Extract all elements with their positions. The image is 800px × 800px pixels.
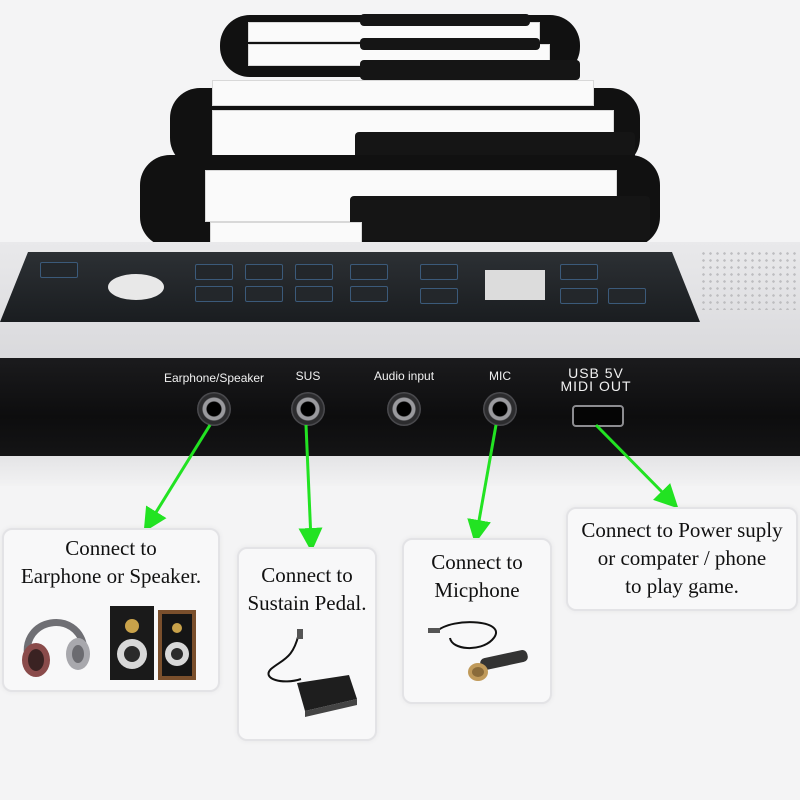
panel-button[interactable] — [350, 286, 388, 302]
port-label-usb: USB 5V MIDI OUT — [560, 365, 632, 394]
callout-sustain: Connect to Sustain Pedal. — [237, 547, 377, 741]
arrow-earphone — [143, 424, 212, 533]
panel-button[interactable] — [40, 262, 78, 278]
panel-button[interactable] — [195, 286, 233, 302]
arrow-usb — [594, 423, 679, 509]
speaker-icon — [110, 606, 196, 680]
arrow-mic — [467, 424, 498, 544]
power-button[interactable] — [108, 274, 164, 300]
headphones-icon — [22, 619, 90, 677]
piano-base — [0, 456, 800, 486]
arrow-sustain — [298, 424, 323, 552]
panel-button[interactable] — [295, 264, 333, 280]
port-label-sus: SUS — [295, 369, 321, 383]
panel-button[interactable] — [420, 288, 458, 304]
panel-button[interactable] — [245, 286, 283, 302]
panel-button[interactable] — [608, 288, 646, 304]
callout-usb: Connect to Power suply or compater / pho… — [566, 507, 798, 611]
callout-mic-text: Connect to Micphone — [431, 550, 523, 602]
port-label-audio-input: Audio input — [373, 369, 435, 383]
audio-input-jack[interactable] — [387, 392, 421, 426]
port-label-earphone: Earphone/Speaker — [163, 371, 265, 385]
panel-button[interactable] — [245, 264, 283, 280]
callout-usb-text: Connect to Power suply or compater / pho… — [581, 518, 783, 598]
callout-earphone: Connect to Earphone or Speaker. — [2, 528, 220, 692]
callout-mic: Connect to Micphone — [402, 538, 552, 704]
sustain-jack[interactable] — [291, 392, 325, 426]
mic-jack[interactable] — [483, 392, 517, 426]
control-panel — [0, 252, 700, 322]
port-label-mic: MIC — [489, 369, 511, 383]
microphone-icon — [428, 621, 528, 681]
panel-button[interactable] — [560, 264, 598, 280]
earphone-jack[interactable] — [197, 392, 231, 426]
panel-button[interactable] — [350, 264, 388, 280]
panel-button[interactable] — [420, 264, 458, 280]
lcd-display — [485, 270, 545, 300]
panel-button[interactable] — [195, 264, 233, 280]
speaker-grill — [700, 250, 800, 310]
panel-button[interactable] — [560, 288, 598, 304]
callout-earphone-text: Connect to Earphone or Speaker. — [20, 536, 202, 588]
panel-button[interactable] — [295, 286, 333, 302]
sustain-pedal-icon — [267, 629, 357, 717]
callout-sustain-text: Connect to Sustain Pedal. — [247, 563, 367, 615]
